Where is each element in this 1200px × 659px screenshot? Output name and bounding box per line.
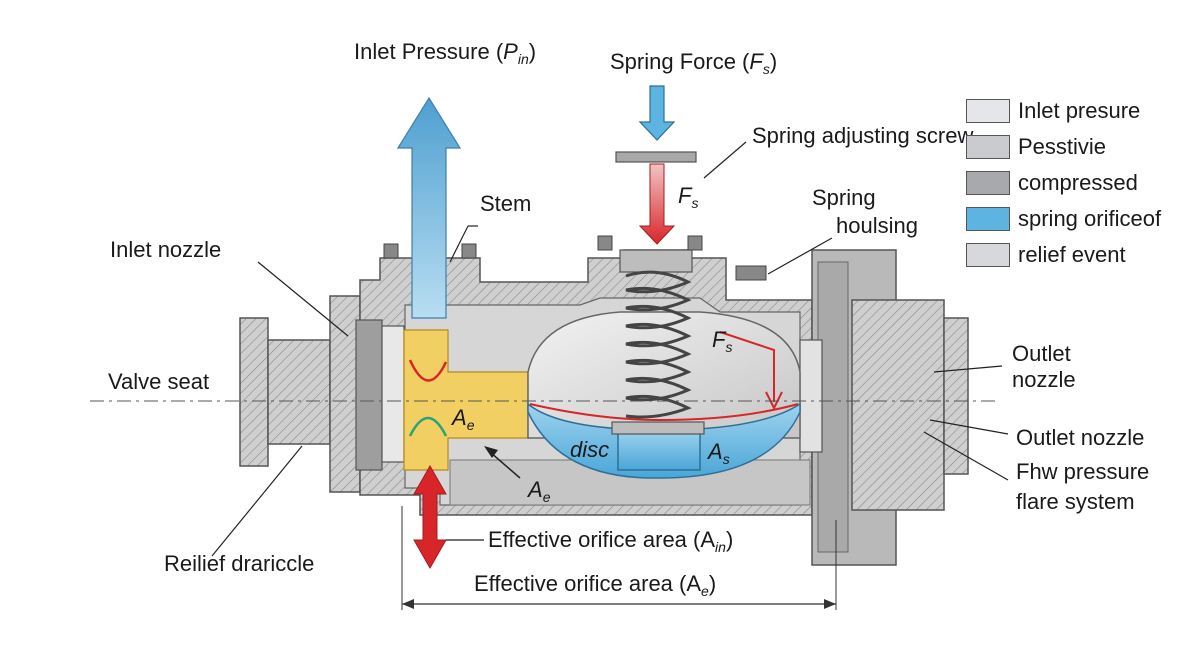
flare-system-label: flare system [1016, 489, 1135, 514]
flow-pressure-label: Fhw pressure [1016, 459, 1150, 484]
spring-housing-label-1: Spring [812, 185, 876, 210]
inlet-flange [239, 295, 361, 493]
adjusting-screw-plate [615, 151, 697, 163]
legend-swatch [966, 99, 1010, 123]
outlet-nozzle-label-1: Outlet [1012, 341, 1071, 366]
bolts [383, 235, 767, 281]
spring-adjusting-screw-label: Spring adjusting screw [752, 123, 974, 148]
seat-ring [355, 319, 383, 471]
spring-force-arrow-red [638, 163, 676, 245]
inlet-pressure-arrow [396, 96, 462, 319]
spring-housing-label-2: houlsing [836, 213, 918, 238]
legend-swatch [966, 243, 1010, 267]
ae-pointer-arrow [484, 446, 521, 479]
leader-lines [211, 141, 1009, 557]
valve-seat-label: Valve seat [108, 369, 210, 394]
stem-label: Stem [480, 191, 532, 216]
outlet-flange [799, 249, 969, 566]
disc-label: disc [570, 437, 610, 462]
legend-label: spring orificeof [1018, 206, 1162, 231]
inlet-nozzle-label: Inlet nozzle [110, 237, 222, 262]
legend-swatch [966, 207, 1010, 231]
legend-label: Inlet presure [1018, 98, 1141, 123]
dimension-line [401, 506, 837, 610]
as-label: As [708, 439, 730, 468]
ae-inner-label: Ae [452, 405, 475, 434]
inlet-pressure-label: Inlet Pressure (Pin) [354, 39, 537, 68]
spring-force-arrow-blue [638, 85, 676, 141]
effective-area-in-label: Effective orifice area (Ain) [488, 527, 734, 556]
relief-force-arrow [413, 464, 447, 570]
outlet-nozzle-lower-label: Outlet nozzle [1016, 425, 1145, 450]
effective-area-e-label: Effective orifice area (Ae) [474, 571, 717, 600]
legend-swatch [966, 171, 1010, 195]
fs-mid-label: Fs [712, 327, 733, 356]
spring-coil [611, 249, 705, 435]
spring-force-label: Spring Force (Fs) [610, 49, 778, 78]
legend-label: Pesstivie [1018, 134, 1107, 159]
fs-top-label: Fs [678, 183, 699, 212]
legend-swatch [966, 135, 1010, 159]
outlet-nozzle-label-2: nozzle [1012, 367, 1076, 392]
relief-drain-label: Reilief drariccle [164, 551, 315, 576]
valve-disc [617, 429, 701, 471]
legend-label: relief event [1018, 242, 1126, 267]
legend-label: compressed [1018, 170, 1138, 195]
ae-arrow-label: Ae [528, 477, 551, 506]
